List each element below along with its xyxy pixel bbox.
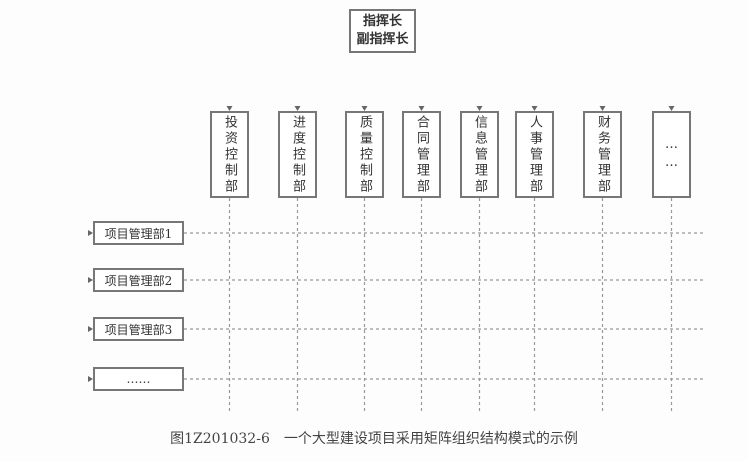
department-label: 财务管理部 [595, 114, 610, 195]
department-label: …… [664, 136, 679, 173]
project-dept-box: …… [93, 367, 184, 391]
department-box: 投资控制部 [210, 111, 249, 198]
department-box: 合同管理部 [402, 111, 441, 198]
arrow-right-icon [88, 277, 93, 283]
arrow-down-icon [531, 106, 538, 111]
project-dept-box: 项目管理部3 [93, 317, 184, 341]
deputy-commander-label: 副指挥长 [356, 32, 409, 47]
department-box: 财务管理部 [583, 111, 622, 198]
arrow-down-icon [226, 106, 233, 111]
department-label: 信息管理部 [472, 114, 487, 195]
department-label: 合同管理部 [414, 114, 429, 195]
department-box: 人事管理部 [515, 111, 554, 198]
department-label: 进度控制部 [290, 114, 305, 195]
department-box: 信息管理部 [460, 111, 499, 198]
arrow-down-icon [361, 106, 368, 111]
project-dept-box: 项目管理部2 [93, 268, 184, 292]
figure-caption: 图1Z201032-6 一个大型建设项目采用矩阵组织结构模式的示例 [170, 431, 578, 447]
arrow-down-icon [418, 106, 425, 111]
arrow-right-icon [88, 326, 93, 332]
arrow-down-icon [476, 106, 483, 111]
department-box: …… [652, 111, 691, 198]
project-dept-box: 项目管理部1 [93, 221, 184, 245]
department-label: 人事管理部 [527, 114, 542, 195]
arrow-down-icon [668, 106, 675, 111]
department-box: 质量控制部 [345, 111, 384, 198]
department-label: 投资控制部 [222, 114, 237, 195]
arrow-down-icon [294, 106, 301, 111]
arrow-right-icon [88, 376, 93, 382]
department-label: 质量控制部 [357, 114, 372, 195]
arrow-right-icon [88, 230, 93, 236]
arrow-down-icon [599, 106, 606, 111]
commander-label: 指挥长 [362, 14, 402, 29]
department-box: 进度控制部 [278, 111, 317, 198]
commander-box: 指挥长 副指挥长 [349, 9, 416, 53]
